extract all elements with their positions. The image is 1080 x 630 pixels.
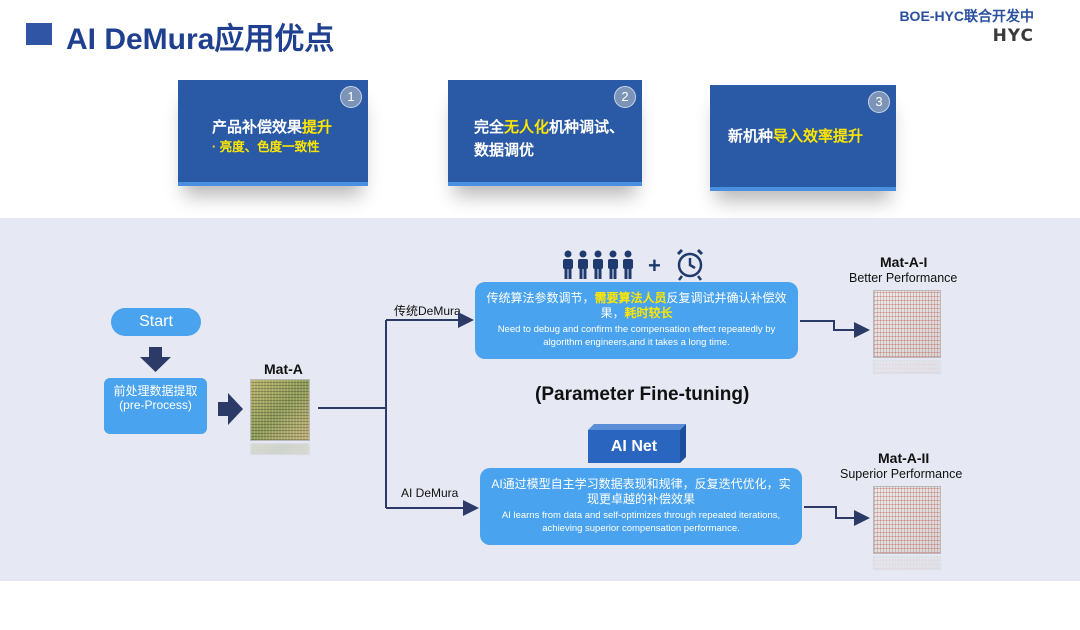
connector-to-mat-a-i [800, 320, 870, 338]
branch-traditional-label: 传统DeMura [394, 304, 461, 318]
traditional-cn-a: 传统算法参数调节， [486, 291, 595, 305]
card-3-line1: 新机种 [728, 128, 774, 145]
start-node: Start [111, 308, 201, 336]
card-number-2: 2 [614, 86, 636, 108]
card-2-line1b: 机种调试、 [549, 119, 625, 136]
ai-net-block: AI Net [588, 430, 680, 463]
ai-demura-box: AI通过模型自主学习数据表现和规律，反复迭代优化，实现更卓越的补偿效果 AI l… [480, 468, 802, 545]
ai-net-block-top [588, 424, 686, 430]
card-3-text: 新机种导入效率提升 [728, 125, 863, 148]
brand: BOE-HYC联合开发中 HYC [899, 6, 1034, 46]
advantage-card-3: 3 新机种导入效率提升 [710, 85, 896, 191]
card-1-line2: · 亮度、色度一致性 [212, 140, 320, 154]
advantage-card-1: 1 产品补偿效果提升 · 亮度、色度一致性 [178, 80, 368, 186]
mat-a-image [250, 379, 310, 441]
traditional-cn-text: 传统算法参数调节，需要算法人员反复调试并确认补偿效果，耗时较长 [475, 291, 798, 321]
brand-logo: HYC [992, 26, 1034, 46]
card-2-highlight: 无人化 [504, 119, 550, 136]
mat-a-i-label: Mat-A-I [880, 254, 928, 270]
page-title: AI DeMura应用优点 [66, 23, 335, 56]
card-1-line1: 产品补偿效果 [212, 119, 303, 136]
mat-a-i-subtitle: Better Performance [849, 271, 958, 285]
mat-a-label: Mat-A [264, 361, 303, 377]
preprocess-node: 前处理数据提取(pre-Process) [104, 378, 207, 434]
right-arrow-icon [218, 393, 243, 425]
card-1-highlight: 提升 [302, 119, 333, 136]
card-2-text: 完全无人化机种调试、 数据调优 [474, 116, 624, 162]
alarm-clock-icon [676, 248, 704, 281]
ai-en-text: AI learns from data and self-optimizes t… [501, 510, 781, 534]
down-arrow-icon [140, 347, 171, 372]
mat-a-ii-reflection [873, 556, 941, 570]
connector-to-mat-a-ii [804, 506, 870, 526]
advantage-card-2: 2 完全无人化机种调试、 数据调优 [448, 80, 642, 186]
card-number-1: 1 [340, 86, 362, 108]
ai-net-block-side [680, 424, 686, 463]
traditional-en-text: Need to debug and confirm the compensati… [497, 324, 776, 348]
brand-text: BOE-HYC联合开发中 [899, 8, 1034, 24]
engineers-icon [563, 250, 633, 279]
card-3-highlight: 导入效率提升 [773, 128, 864, 145]
ai-cn-text: AI通过模型自主学习数据表现和规律，反复迭代优化，实现更卓越的补偿效果 [491, 477, 791, 506]
card-number-3: 3 [868, 91, 890, 113]
traditional-cn-highlight-1: 需要算法人员 [594, 291, 667, 305]
title-marker [26, 23, 52, 45]
traditional-demura-box: 传统算法参数调节，需要算法人员反复调试并确认补偿效果，耗时较长 Need to … [475, 282, 798, 359]
mat-a-i-reflection [873, 360, 941, 374]
traditional-cn-highlight-2: 耗时较长 [624, 306, 673, 320]
mat-a-i-image [873, 290, 941, 358]
traditional-cn-b: 反复调试并确认补偿效果， [600, 291, 787, 320]
mat-a-ii-label: Mat-A-II [878, 450, 930, 466]
card-1-text: 产品补偿效果提升 · 亮度、色度一致性 [212, 116, 332, 156]
plus-sign: + [648, 253, 661, 278]
mat-a-ii-subtitle: Superior Performance [840, 467, 963, 481]
card-2-line2: 数据调优 [474, 142, 535, 159]
mat-a-reflection [250, 443, 310, 455]
preprocess-label: 前处理数据提取(pre-Process) [113, 384, 198, 412]
mat-a-ii-image [873, 486, 941, 554]
card-2-line1a: 完全 [474, 119, 505, 136]
parameter-finetuning-label: (Parameter Fine-tuning) [535, 384, 750, 405]
branch-ai-label: AI DeMura [401, 486, 459, 500]
